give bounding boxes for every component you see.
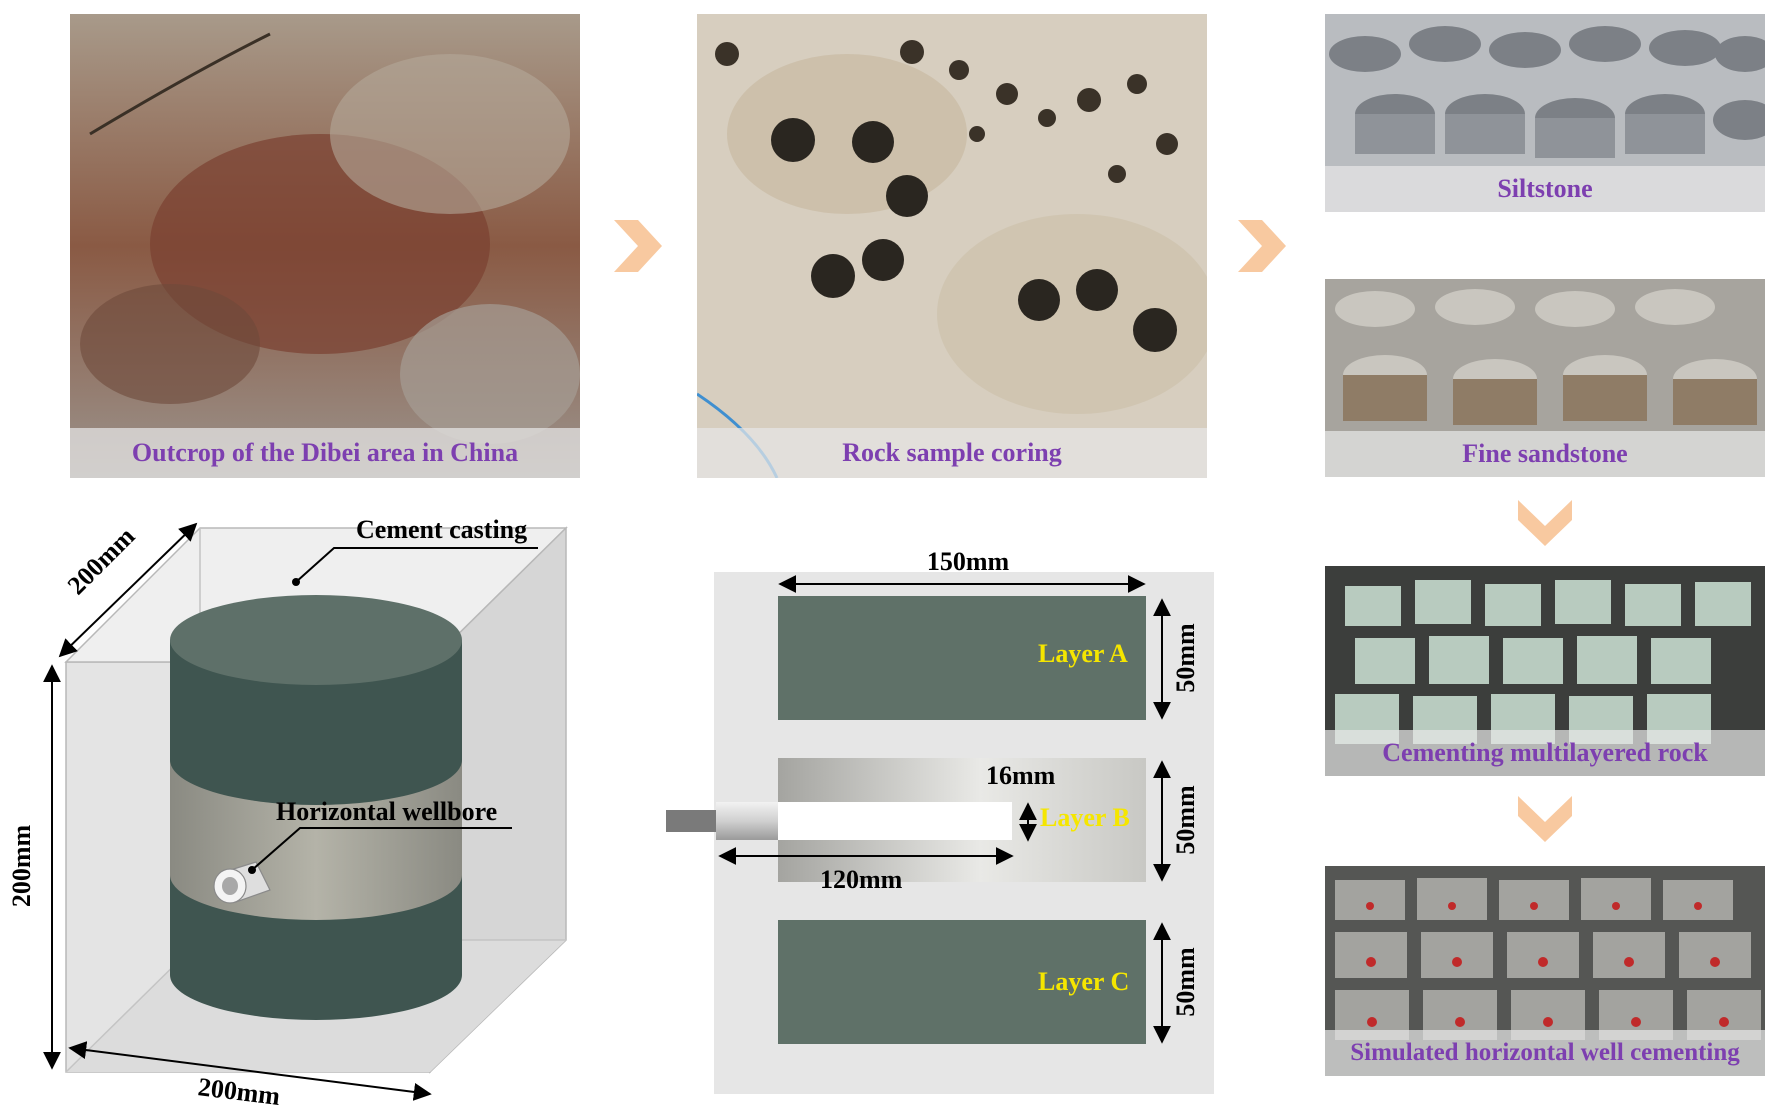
fine-sandstone-caption: Fine sandstone <box>1325 431 1765 477</box>
simulated-photo: Simulated horizontal well cementing <box>1325 866 1765 1076</box>
cement-casting-label: Cement casting <box>356 515 527 544</box>
height-dimension-label: 200mm <box>7 825 36 908</box>
chevron-right-icon <box>1238 220 1286 272</box>
chevron-down-icon <box>1518 500 1572 546</box>
layer-c-thickness-label: 50mm <box>1171 947 1200 1017</box>
layer-c-block <box>778 920 1146 1044</box>
chevron-down-icon <box>1518 796 1572 842</box>
layer-a-label: Layer A <box>1038 639 1128 668</box>
layer-b-thickness-label: 50mm <box>1171 785 1200 855</box>
injection-pipe <box>716 802 778 840</box>
coring-photo: Rock sample coring <box>697 14 1207 478</box>
outcrop-image <box>70 14 580 478</box>
outcrop-photo: Outcrop of the Dibei area in China <box>70 14 580 478</box>
siltstone-photo: Siltstone <box>1325 14 1765 212</box>
layer-width-label: 150mm <box>927 547 1010 576</box>
layer-a-thickness-label: 50mm <box>1171 623 1200 693</box>
chevron-right-icon <box>614 220 662 272</box>
cementing-caption: Cementing multilayered rock <box>1325 730 1765 776</box>
simulated-caption: Simulated horizontal well cementing <box>1325 1030 1765 1076</box>
outcrop-caption: Outcrop of the Dibei area in China <box>70 428 580 478</box>
coring-image <box>697 14 1207 478</box>
bore-diameter-label: 16mm <box>986 761 1056 790</box>
layer-a-block <box>778 596 1146 720</box>
horizontal-wellbore-label: Horizontal wellbore <box>276 797 497 826</box>
fine-sandstone-photo: Fine sandstone <box>1325 279 1765 477</box>
wellbore-pipe <box>213 861 271 904</box>
bore-length-label: 120mm <box>820 865 903 894</box>
width-dimension-label: 200mm <box>196 1072 282 1111</box>
layer-b-label: Layer B <box>1040 803 1130 832</box>
pipe-stub <box>666 810 716 832</box>
siltstone-caption: Siltstone <box>1325 166 1765 212</box>
layer-diagram <box>666 572 1214 1094</box>
coring-caption: Rock sample coring <box>697 428 1207 478</box>
cube-diagram <box>43 522 568 1101</box>
layer-c-label: Layer C <box>1038 967 1129 996</box>
cementing-photo: Cementing multilayered rock <box>1325 566 1765 776</box>
